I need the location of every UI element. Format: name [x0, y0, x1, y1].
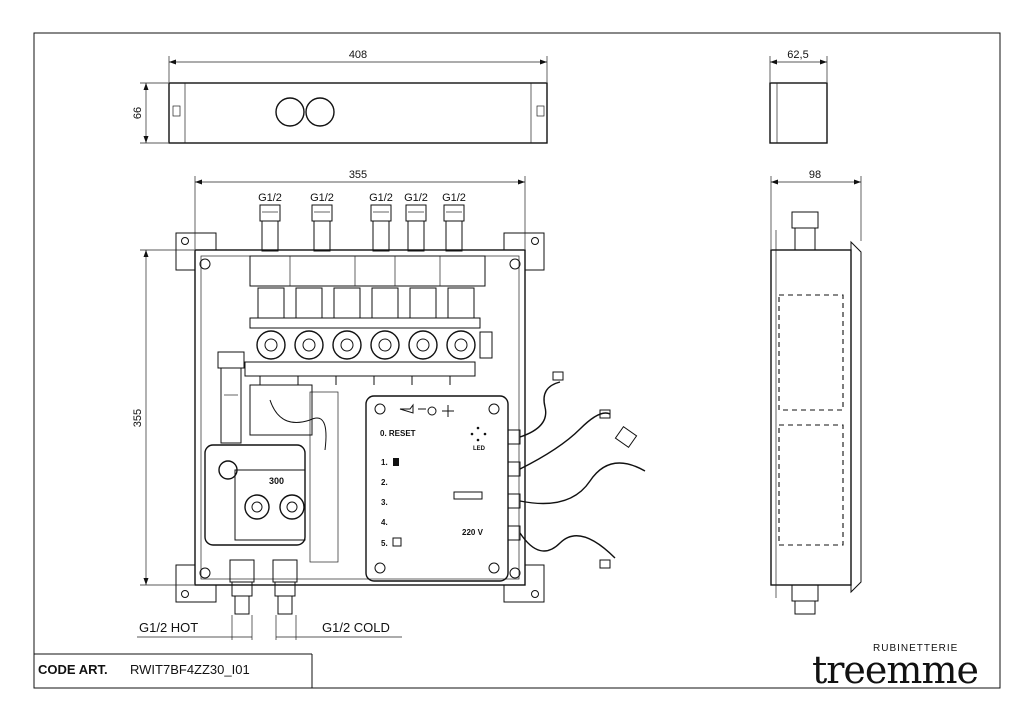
outlet-label-4: G1/2: [404, 192, 428, 204]
outlet-pipe-2: [311, 204, 333, 252]
outlet-pipe-3: [370, 204, 392, 252]
side-view: [770, 211, 862, 615]
solenoid-valve-row: [244, 287, 493, 385]
bracket-top-right: [503, 232, 545, 271]
drawing-frame: [33, 32, 1001, 689]
front-view: 300 0. RESET LED 1. 2. 3.: [175, 204, 646, 615]
cable-1: [519, 381, 561, 438]
inlet-hot: [229, 559, 255, 615]
outlet-pipe-5: [443, 204, 465, 252]
dip-switch: [453, 491, 483, 500]
thermostatic-mixer: 300: [204, 444, 306, 546]
top-view-port-left: [275, 97, 305, 127]
side-knockout-upper: [778, 294, 844, 411]
dim-66: 66: [132, 107, 144, 119]
outlet-labels: G1/2 G1/2 G1/2 G1/2 G1/2: [258, 192, 466, 204]
dim-408: 408: [349, 49, 367, 61]
control-box: 0. RESET LED 1. 2. 3. 4. 5. 220 V: [365, 395, 521, 582]
dim-top-height: 66: [132, 82, 168, 144]
channel-1: 1.: [381, 458, 388, 467]
reset-label: 0. RESET: [380, 429, 416, 438]
outlet-label-3: G1/2: [369, 192, 393, 204]
outlet-pipe-4: [405, 204, 427, 252]
outlet-label-5: G1/2: [442, 192, 466, 204]
cable-2: [519, 412, 611, 470]
cable-connector: [614, 425, 638, 449]
cable-4: [519, 532, 616, 559]
brand-logo: treemme: [812, 648, 979, 692]
cable-3: [519, 462, 646, 505]
channel-3: 3.: [381, 498, 388, 507]
outlet-label-2: G1/2: [310, 192, 334, 204]
dim-top-width: 408: [168, 49, 548, 82]
dim-62-5: 62,5: [787, 49, 808, 61]
dim-355-height: 355: [132, 409, 144, 427]
dim-front-height: 355: [132, 249, 194, 586]
outlet-pipe-1: [259, 204, 281, 252]
partition-panel: [309, 391, 339, 563]
channel-4: 4.: [381, 518, 388, 527]
dim-side-depth: 98: [770, 169, 862, 249]
mixer-label: 300: [269, 476, 284, 486]
channel-5: 5.: [381, 539, 388, 548]
bracket-top-left: [175, 232, 217, 271]
side-knockout-lower: [778, 424, 844, 546]
dim-355-width: 355: [349, 169, 367, 181]
top-view-port-right: [305, 97, 335, 127]
voltage-label: 220 V: [462, 528, 484, 537]
channel-2: 2.: [381, 478, 388, 487]
led-label: LED: [473, 446, 486, 452]
dim-98: 98: [809, 169, 821, 181]
cold-inlet-label: G1/2 COLD: [322, 620, 390, 635]
side-top-view: [769, 82, 828, 144]
dim-side-top: 62,5: [769, 49, 828, 82]
dim-front-width: 355: [194, 169, 526, 249]
top-view: [168, 82, 548, 144]
inlet-leaders: [137, 615, 402, 640]
brand-tagline: RUBINETTERIE: [873, 643, 959, 654]
outlet-label-1: G1/2: [258, 192, 282, 204]
code-art-label: CODE ART.: [38, 662, 108, 677]
inlet-riser: [217, 351, 245, 444]
valve-label-strip: [249, 255, 486, 287]
hot-inlet-label: G1/2 HOT: [139, 620, 199, 635]
bracket-bottom-left: [175, 564, 217, 603]
inlet-cold: [272, 559, 298, 615]
bracket-bottom-right: [503, 564, 545, 603]
code-art-value: RWIT7BF4ZZ30_I01: [130, 662, 250, 677]
